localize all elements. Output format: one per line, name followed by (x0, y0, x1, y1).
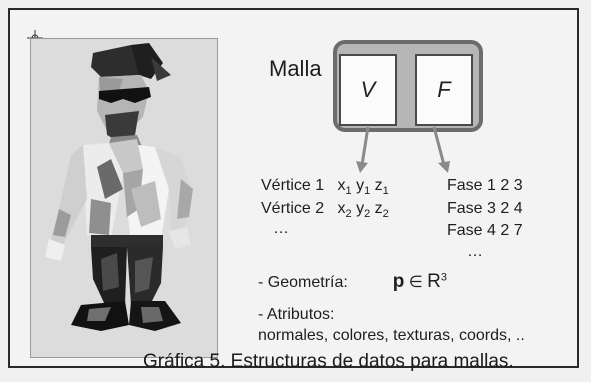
face-row-2: Fase 3 2 4 (447, 200, 523, 217)
vertex-row-2: Vértice 2 x2 y2 z2 (261, 200, 389, 221)
geometry-label: - Geometría: (258, 274, 348, 291)
vertex-row-1: Vértice 1 x1 y1 z1 (261, 177, 389, 198)
mesh-character-illustration (30, 38, 218, 358)
geometry-p: p (392, 271, 405, 292)
malla-label: Malla (269, 56, 322, 81)
face-cell: F (415, 54, 473, 126)
attributes-label: - Atributos: (258, 306, 335, 323)
pointer-arrows (356, 126, 450, 173)
vertex-cell: V (339, 54, 397, 126)
face-row-1: Fase 1 2 3 (447, 177, 523, 194)
geometry-line: - Geometría: p ∈ R3 (258, 271, 448, 292)
figure-caption: Gráfica 5. Estructuras de datos para mal… (143, 351, 514, 372)
face-ellipsis: … (467, 243, 483, 260)
vertex-ellipsis: … (273, 220, 289, 237)
mesh-structure-box: V F (333, 40, 483, 132)
face-row-3: Fase 4 2 7 (447, 222, 523, 239)
attributes-list: normales, colores, texturas, coords, .. (258, 327, 525, 344)
